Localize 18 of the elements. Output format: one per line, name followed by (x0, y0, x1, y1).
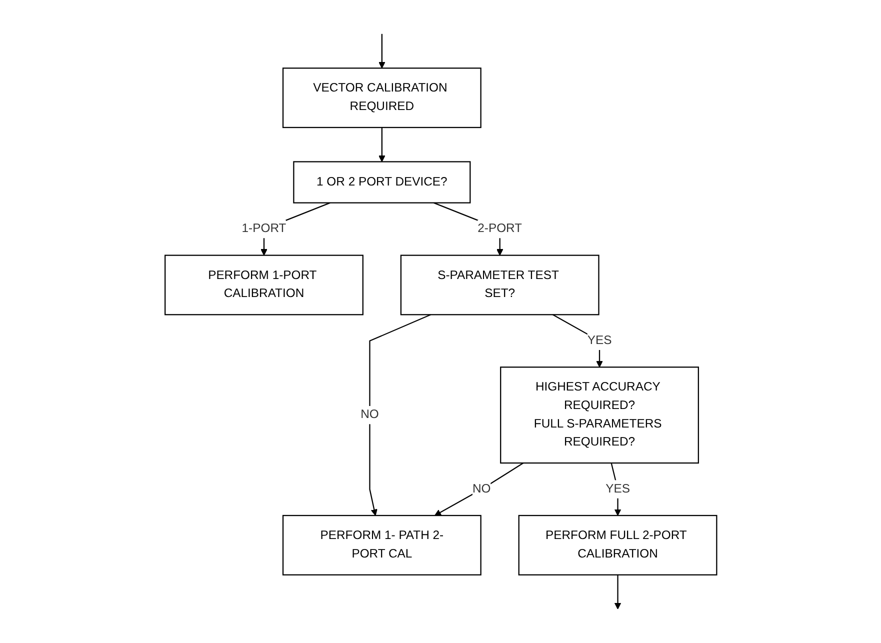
node-box: 1 OR 2 PORT DEVICE? (292, 161, 470, 204)
edge-label: NO (360, 408, 378, 422)
edge-label: 1-PORT (241, 222, 286, 236)
arrow (434, 462, 524, 516)
node-box: HIGHEST ACCURACY REQUIRED? FULL S-PARAMETERS REQUIRED? (500, 366, 699, 464)
edge-label: YES (605, 482, 630, 496)
edge-label: YES (586, 334, 612, 347)
node-box: VECTOR CALIBRATION REQUIRED (282, 68, 481, 128)
node-box: PERFORM 1- PATH 2-PORT CAL (282, 514, 481, 576)
node-box: PERFORM FULL 2-PORT CALIBRATION (518, 514, 717, 576)
arrow (368, 314, 431, 516)
node-box: PERFORM 1-PORT CALIBRATION (164, 254, 364, 316)
edge-label: 2-PORT (477, 222, 522, 236)
edge-label: NO (472, 482, 490, 496)
arrow (378, 128, 385, 162)
arrow (614, 574, 621, 610)
arrow (378, 34, 385, 68)
node-box: S-PARAMETER TEST SET? (400, 254, 599, 316)
